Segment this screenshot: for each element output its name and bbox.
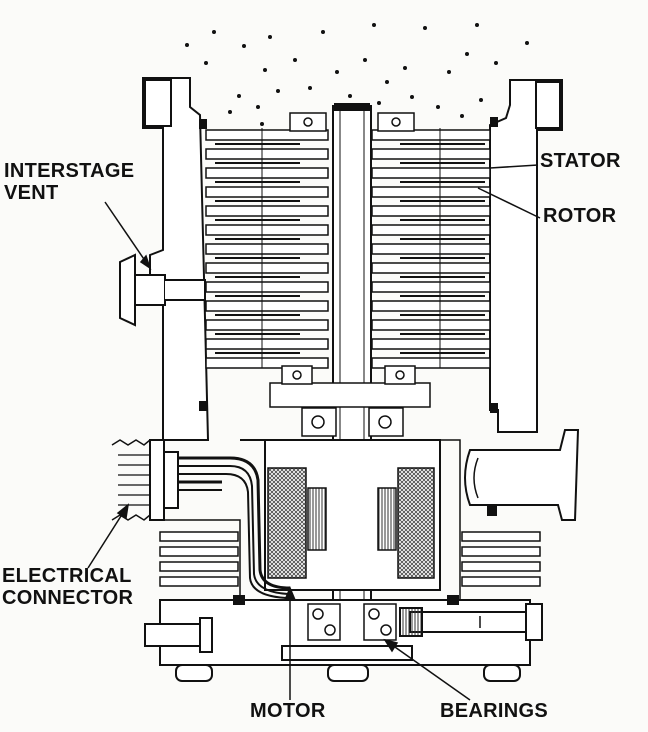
foreline-exhaust-port bbox=[464, 429, 580, 521]
electrical-connector bbox=[111, 439, 179, 521]
left-plug bbox=[144, 617, 213, 653]
rotor-leader bbox=[477, 187, 541, 219]
bearings bbox=[307, 603, 397, 641]
motor-windings bbox=[267, 467, 435, 579]
bearings-leader bbox=[384, 639, 471, 701]
right-stator-stack bbox=[371, 129, 491, 369]
vent-valve bbox=[399, 603, 543, 641]
lower-hub bbox=[269, 365, 431, 437]
left-rotor-blades bbox=[215, 128, 300, 368]
interstage-vent-leader bbox=[104, 201, 151, 269]
stator-label: STATOR bbox=[540, 150, 621, 172]
gas-molecule-dots bbox=[185, 23, 529, 126]
electrical-connector-arrow bbox=[116, 503, 130, 520]
interstage-vent-arrow bbox=[139, 254, 152, 270]
electrical-connector-label-line2: CONNECTOR bbox=[2, 587, 134, 609]
motor-wiring bbox=[175, 456, 291, 599]
left-cooling-fins bbox=[159, 519, 241, 600]
leader-lines bbox=[87, 164, 541, 701]
bearings-label: BEARINGS bbox=[440, 700, 548, 722]
motor-arrow bbox=[283, 586, 297, 601]
rotor-label: ROTOR bbox=[543, 205, 617, 227]
left-housing-wall bbox=[142, 77, 210, 441]
interstage-vent-label: INTERSTAGE VENT bbox=[4, 160, 134, 204]
interstage-vent-label-line2: VENT bbox=[4, 182, 59, 204]
interstage-vent-port bbox=[119, 253, 206, 327]
top-hub bbox=[289, 112, 415, 132]
electrical-connector-label-line1: ELECTRICAL bbox=[2, 565, 132, 587]
left-stator-stack bbox=[205, 129, 329, 369]
stator-leader bbox=[489, 164, 539, 169]
interstage-vent-label-line1: INTERSTAGE bbox=[4, 160, 135, 182]
bearings-arrow bbox=[383, 638, 399, 653]
pump-base bbox=[159, 595, 531, 682]
right-cooling-fins bbox=[440, 439, 541, 600]
right-rotor-blades bbox=[400, 128, 485, 368]
right-housing-wall bbox=[489, 79, 563, 433]
electrical-connector-label: ELECTRICAL CONNECTOR bbox=[2, 565, 133, 609]
motor-label: MOTOR bbox=[250, 700, 326, 722]
